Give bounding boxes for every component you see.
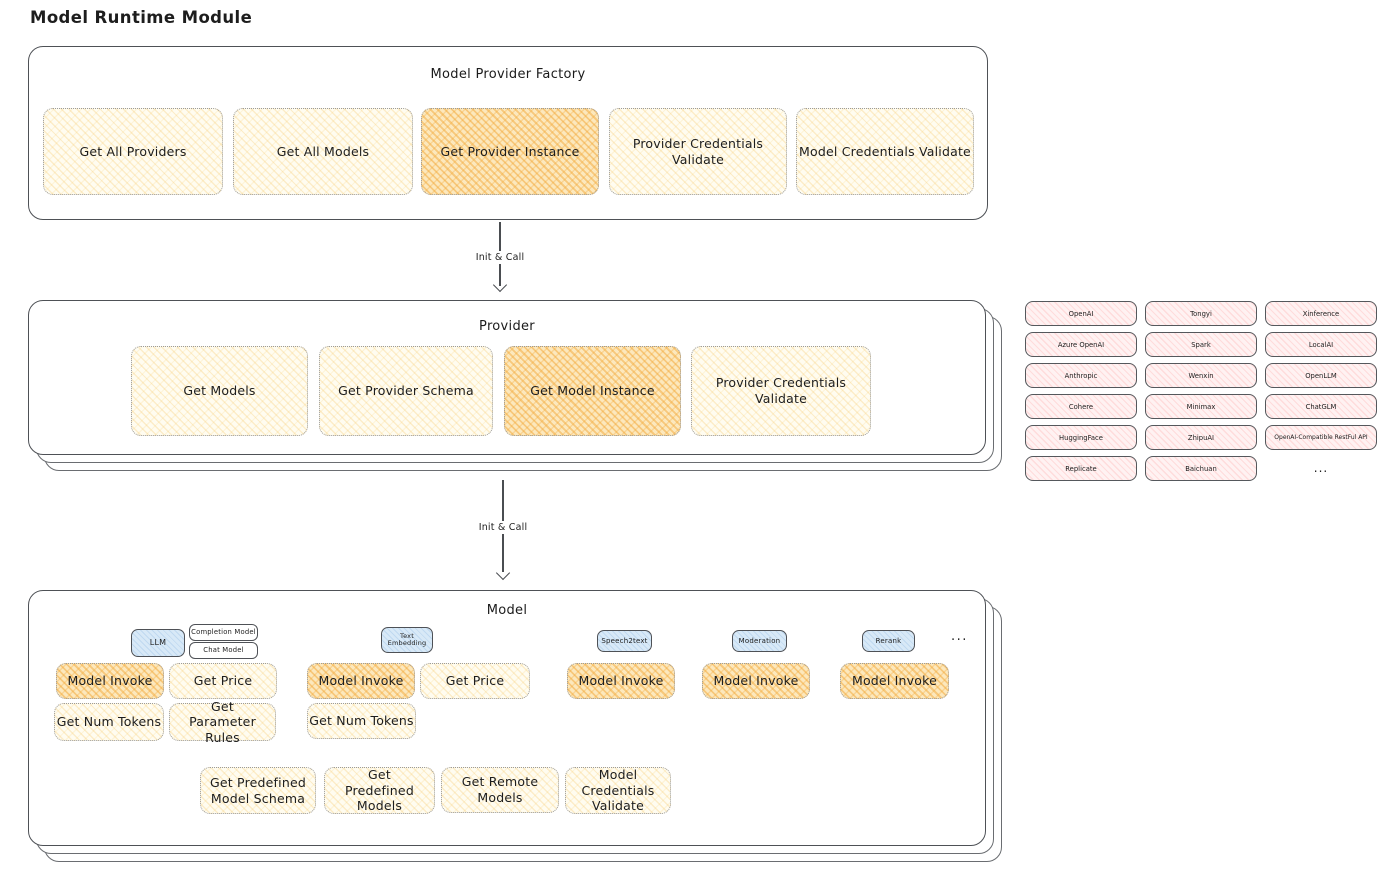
providers-more-ellipsis: ... xyxy=(1313,460,1329,475)
provider-card[interactable]: Provider Get Models Get Provider Schema … xyxy=(28,300,986,455)
provider-item-openai[interactable]: OpenAI xyxy=(1025,301,1137,326)
llm-get-parameter-rules-button[interactable]: Get Parameter Rules xyxy=(169,699,276,745)
provider-item-huggingface[interactable]: HuggingFace xyxy=(1025,425,1137,450)
providers-grid: OpenAI Tongyi Xinference Azure OpenAI Sp… xyxy=(1025,301,1377,481)
embedding-get-price-button[interactable]: Get Price xyxy=(420,663,530,699)
speech2text-model-invoke-button[interactable]: Model Invoke xyxy=(567,663,675,699)
arrow1-label: Init & Call xyxy=(470,251,530,264)
llm-model-invoke-button[interactable]: Model Invoke xyxy=(56,663,164,699)
get-predefined-model-schema-button[interactable]: Get Predefined Model Schema xyxy=(200,767,316,814)
chip-text-embedding[interactable]: Text Embedding xyxy=(381,627,433,653)
provider-item-wenxin[interactable]: Wenxin xyxy=(1145,363,1257,388)
get-all-models-button[interactable]: Get All Models xyxy=(233,108,413,195)
arrow-head-icon xyxy=(492,277,508,293)
model-credentials-validate-button2[interactable]: Model Credentials Validate xyxy=(565,767,671,814)
provider-item-openllm[interactable]: OpenLLM xyxy=(1265,363,1377,388)
chip-chat-model[interactable]: Chat Model xyxy=(189,642,258,659)
factory-card[interactable]: Model Provider Factory Get All Providers… xyxy=(28,46,988,220)
provider-item-azure-openai[interactable]: Azure OpenAI xyxy=(1025,332,1137,357)
page-title: Model Runtime Module xyxy=(30,8,253,27)
provider-item-minimax[interactable]: Minimax xyxy=(1145,394,1257,419)
provider-item-localai[interactable]: LocalAI xyxy=(1265,332,1377,357)
model-title: Model xyxy=(486,603,528,618)
get-provider-instance-button[interactable]: Get Provider Instance xyxy=(421,108,599,195)
provider-item-anthropic[interactable]: Anthropic xyxy=(1025,363,1137,388)
arrow2-label: Init & Call xyxy=(473,521,533,534)
embedding-get-num-tokens-button[interactable]: Get Num Tokens xyxy=(307,703,416,739)
get-provider-schema-button[interactable]: Get Provider Schema xyxy=(319,346,493,436)
provider-item-zhipuai[interactable]: ZhipuAI xyxy=(1145,425,1257,450)
get-predefined-models-button[interactable]: Get Predefined Models xyxy=(324,767,435,814)
chip-moderation[interactable]: Moderation xyxy=(732,630,787,652)
embedding-model-invoke-button[interactable]: Model Invoke xyxy=(307,663,415,699)
provider-item-xinference[interactable]: Xinference xyxy=(1265,301,1377,326)
provider-title: Provider xyxy=(479,319,535,334)
factory-title: Model Provider Factory xyxy=(430,67,586,82)
provider-item-openai-compatible[interactable]: OpenAI-Compatible RestFul API xyxy=(1265,425,1377,450)
model-types-more-ellipsis: ... xyxy=(951,629,968,644)
provider-card-stack: Provider Get Models Get Provider Schema … xyxy=(28,300,1002,471)
get-all-providers-button[interactable]: Get All Providers xyxy=(43,108,223,195)
llm-get-price-button[interactable]: Get Price xyxy=(169,663,277,699)
provider-item-baichuan[interactable]: Baichuan xyxy=(1145,456,1257,481)
provider-item-cohere[interactable]: Cohere xyxy=(1025,394,1137,419)
model-card[interactable]: Model LLM Completion Model Chat Model Te… xyxy=(28,590,986,846)
chip-rerank[interactable]: Rerank xyxy=(862,630,915,652)
provider-credentials-validate-button[interactable]: Provider Credentials Validate xyxy=(609,108,787,195)
llm-get-num-tokens-button[interactable]: Get Num Tokens xyxy=(54,703,164,741)
model-card-stack: Model LLM Completion Model Chat Model Te… xyxy=(28,590,1002,862)
model-credentials-validate-button[interactable]: Model Credentials Validate xyxy=(796,108,974,195)
provider-item-chatglm[interactable]: ChatGLM xyxy=(1265,394,1377,419)
get-model-instance-button[interactable]: Get Model Instance xyxy=(504,346,681,436)
provider-credentials-validate-button2[interactable]: Provider Credentials Validate xyxy=(691,346,871,436)
chip-completion-model[interactable]: Completion Model xyxy=(189,624,258,641)
arrow-head-icon xyxy=(495,565,511,581)
rerank-model-invoke-button[interactable]: Model Invoke xyxy=(840,663,949,699)
get-remote-models-button[interactable]: Get Remote Models xyxy=(441,767,559,813)
chip-llm[interactable]: LLM xyxy=(131,629,185,657)
provider-item-spark[interactable]: Spark xyxy=(1145,332,1257,357)
provider-item-replicate[interactable]: Replicate xyxy=(1025,456,1137,481)
get-models-button[interactable]: Get Models xyxy=(131,346,308,436)
chip-speech2text[interactable]: Speech2text xyxy=(597,630,652,652)
provider-item-tongyi[interactable]: Tongyi xyxy=(1145,301,1257,326)
moderation-model-invoke-button[interactable]: Model Invoke xyxy=(702,663,810,699)
